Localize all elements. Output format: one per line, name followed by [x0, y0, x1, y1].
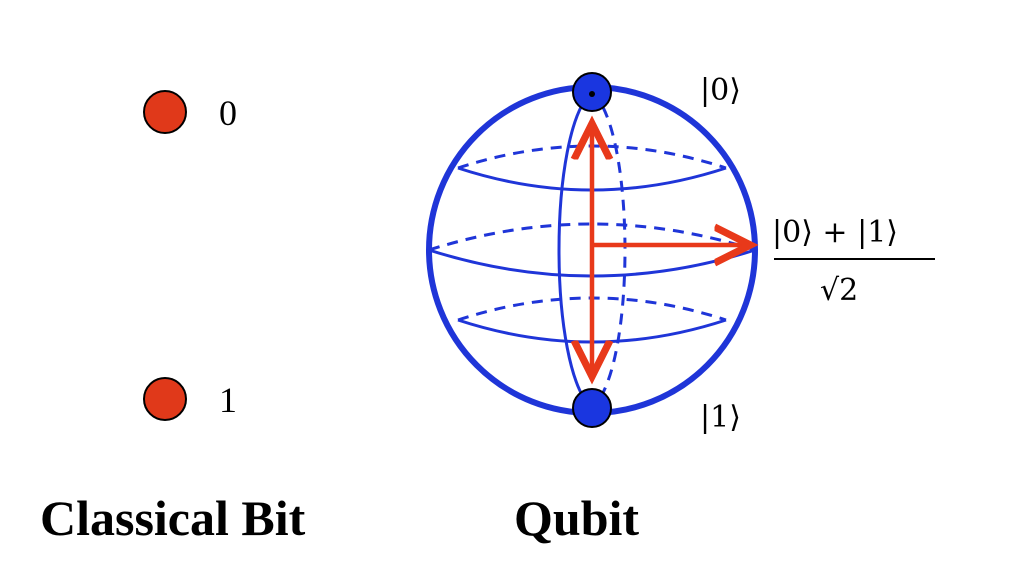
classical-bit-group: 0 1 Classical Bit [40, 90, 306, 546]
superposition-denominator: √2 [820, 273, 858, 308]
superposition-numerator: |0⟩ + |1⟩ [772, 215, 898, 250]
qubit-caption: Qubit [514, 490, 639, 546]
bit-one-dot [143, 377, 187, 421]
bit-one-label: 1 [219, 380, 237, 420]
ket-zero-label: |0⟩ [700, 73, 741, 108]
south-pole-dot [572, 388, 612, 428]
ket-one-label: |1⟩ [700, 400, 741, 435]
classical-bit-caption: Classical Bit [40, 490, 306, 546]
north-pole-center [589, 91, 595, 97]
bit-zero-label: 0 [219, 93, 237, 133]
state-arrows [592, 128, 746, 372]
front-meridian [557, 90, 594, 410]
back-meridian [590, 90, 627, 410]
bit-zero-dot [143, 90, 187, 134]
superposition-label: |0⟩ + |1⟩ √2 [772, 215, 935, 308]
equator-back [428, 222, 756, 252]
